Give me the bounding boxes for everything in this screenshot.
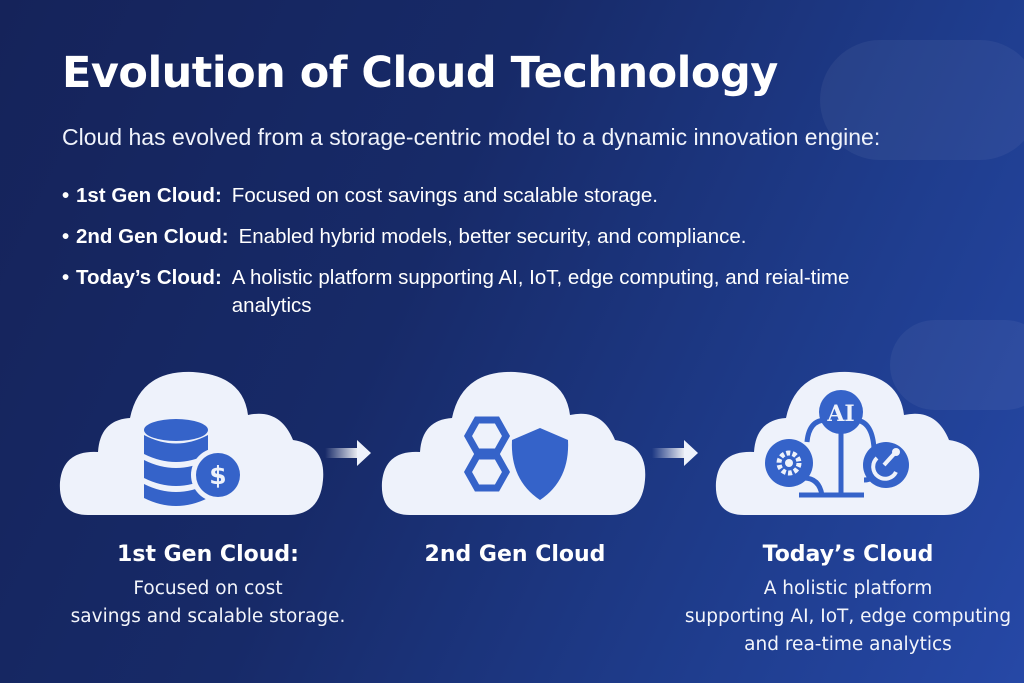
bullet-item-1st-gen: • 1st Gen Cloud: Focused on cost savings… <box>62 182 862 210</box>
stage-1st-gen-cloud: $ <box>58 370 328 515</box>
stage-label-today: Today’s Cloud A holistic platform suppor… <box>648 542 1024 659</box>
database-icon <box>144 419 208 506</box>
bullet-list: • 1st Gen Cloud: Focused on cost savings… <box>62 182 862 333</box>
svg-text:$: $ <box>209 461 226 490</box>
bullet-description: Enabled hybrid models, better security, … <box>238 225 747 248</box>
stage-desc-line: supporting AI, IoT, edge computing <box>684 606 1012 627</box>
stage-2nd-gen-cloud <box>380 370 650 515</box>
stage-desc-line: savings and scalable storage. <box>70 606 346 627</box>
stage-title: 1st Gen Cloud: <box>117 542 299 567</box>
stage-label-2nd-gen: 2nd Gen Cloud <box>380 542 650 575</box>
cloud-icon: AI <box>715 371 980 515</box>
page-title: Evolution of Cloud Technology <box>62 48 778 98</box>
stage-desc-line: A holistic platform <box>763 578 933 599</box>
cloud-icon <box>381 371 646 515</box>
stage-title: Today’s Cloud <box>762 542 934 567</box>
background-cloud-shape <box>820 40 1024 160</box>
cloud-icon: $ <box>59 371 324 515</box>
stage-desc-line: and rea-time analytics <box>744 634 952 655</box>
bullet-item-today: • Today’s Cloud: A holistic platform sup… <box>62 264 862 320</box>
stage-todays-cloud: AI <box>714 370 984 515</box>
stage-label-1st-gen: 1st Gen Cloud: Focused on cost savings a… <box>28 542 388 631</box>
hexagon-chain-icon <box>463 416 511 492</box>
stage-title: 2nd Gen Cloud <box>424 542 606 567</box>
bullet-dot: • <box>62 184 70 207</box>
page-subtitle: Cloud has evolved from a storage-centric… <box>62 124 881 150</box>
bullet-dot: • <box>62 225 70 248</box>
bullet-dot: • <box>62 266 70 289</box>
bullet-term: 1st Gen Cloud: <box>76 184 222 207</box>
arrow-right-icon <box>652 440 698 466</box>
bullet-term: Today’s Cloud: <box>76 266 222 289</box>
bullet-term: 2nd Gen Cloud: <box>76 225 229 248</box>
ai-badge: AI <box>826 401 854 427</box>
shield-icon <box>511 428 569 500</box>
bullet-item-2nd-gen: • 2nd Gen Cloud: Enabled hybrid models, … <box>62 223 862 251</box>
arrow-right-icon <box>325 440 371 466</box>
background-cloud-shape <box>890 320 1024 410</box>
dollar-coin-icon: $ <box>191 448 245 502</box>
stage-desc-line: Focused on cost <box>133 578 283 599</box>
gear-icon <box>765 439 813 487</box>
bullet-description: A holistic platform supporting AI, IoT, … <box>231 266 850 317</box>
iot-sensor-icon <box>863 442 909 488</box>
bullet-description: Focused on cost savings and scalable sto… <box>231 184 658 207</box>
